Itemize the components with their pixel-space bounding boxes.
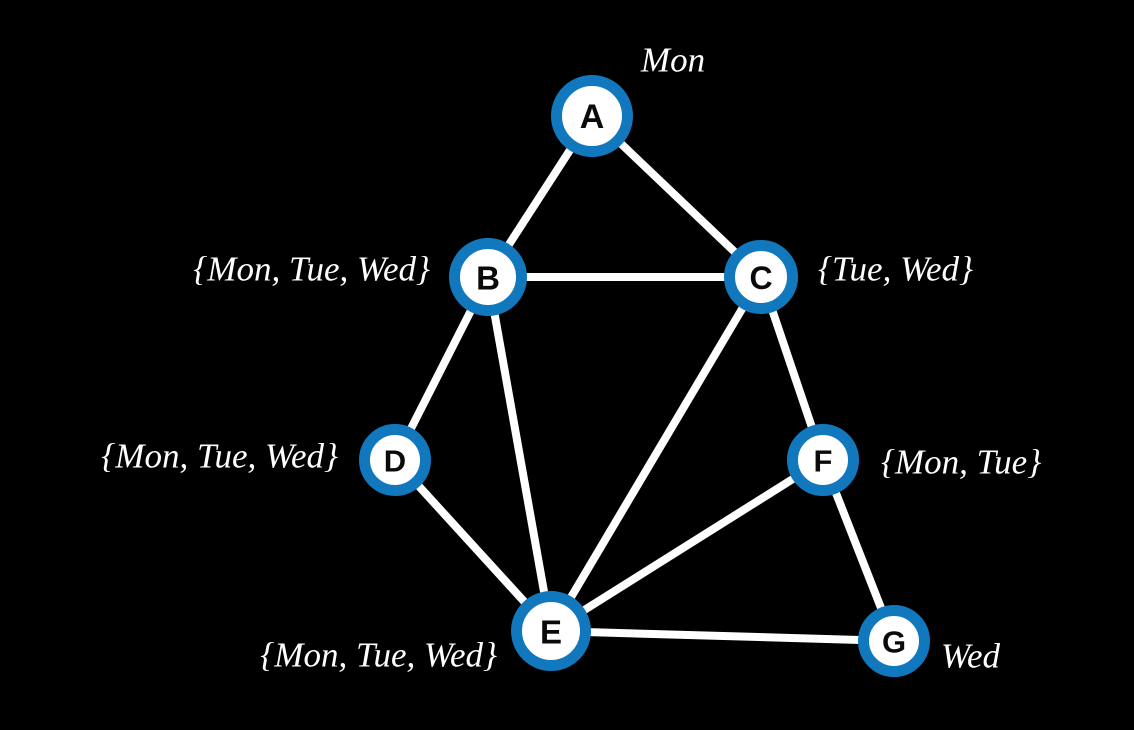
- node-circle-f: [787, 424, 859, 496]
- node-letter-a: A: [580, 98, 605, 136]
- edge-b-e: [484, 273, 555, 635]
- node-g[interactable]: G: [858, 605, 930, 677]
- node-letter-e: E: [540, 614, 562, 651]
- domain-label-g: Wed: [941, 637, 1000, 676]
- domain-label-f: {Mon, Tue}: [881, 443, 1041, 482]
- node-circle-g: [858, 605, 930, 677]
- node-f[interactable]: F: [787, 424, 859, 496]
- domain-label-d: {Mon, Tue, Wed}: [101, 437, 338, 476]
- node-circle-c: [724, 240, 798, 314]
- domain-label-b: {Mon, Tue, Wed}: [193, 250, 430, 289]
- node-circle-a: [551, 75, 633, 157]
- domain-label-c: {Tue, Wed}: [818, 250, 973, 289]
- node-c[interactable]: C: [724, 240, 798, 314]
- node-letter-d: D: [384, 444, 406, 479]
- edge-e-g: [547, 627, 898, 645]
- edge-c-e: [547, 273, 765, 635]
- node-letter-c: C: [749, 260, 772, 296]
- node-circle-b: [449, 238, 527, 316]
- node-e[interactable]: E: [511, 591, 591, 671]
- domain-label-a: Mon: [640, 41, 705, 80]
- domain-labels-layer: Mon {Mon, Tue, Wed} {Tue, Wed} {Mon, Tue, W…: [101, 41, 1041, 676]
- node-letter-b: B: [476, 260, 500, 297]
- node-circle-d: [359, 424, 431, 496]
- edge-e-f: [547, 456, 827, 635]
- node-a[interactable]: A: [551, 75, 633, 157]
- node-letter-f: F: [814, 444, 833, 479]
- edges-layer: [391, 112, 898, 645]
- node-b[interactable]: B: [449, 238, 527, 316]
- nodes-layer: A B C D E F G: [359, 75, 930, 677]
- node-letter-g: G: [882, 625, 906, 660]
- node-circle-e: [511, 591, 591, 671]
- node-d[interactable]: D: [359, 424, 431, 496]
- domain-label-e: {Mon, Tue, Wed}: [260, 636, 497, 675]
